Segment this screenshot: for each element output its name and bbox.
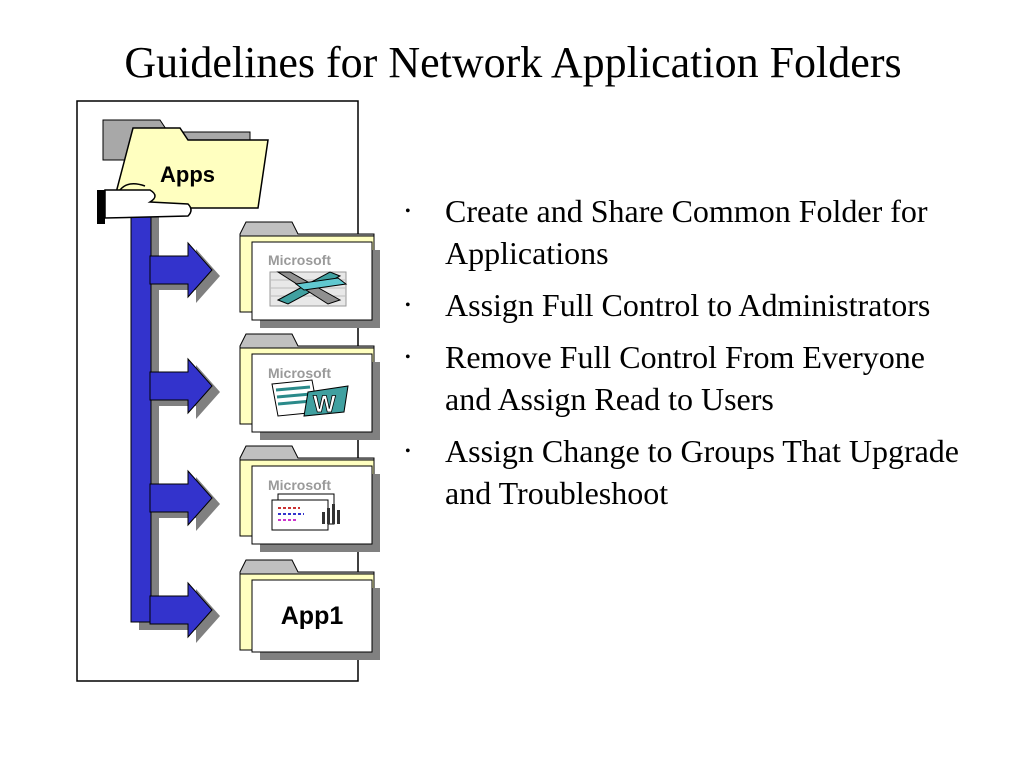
root-folder-label: Apps — [160, 162, 215, 187]
bullet-item: • Assign Full Control to Administrators — [405, 284, 965, 326]
slide-title: Guidelines for Network Application Folde… — [124, 38, 902, 87]
root-folder-icon — [97, 119, 269, 224]
bullet-text: Assign Full Control to Administrators — [445, 287, 931, 323]
subfolder-3-label: Microsoft — [268, 477, 331, 493]
bullet-glyph: • — [405, 297, 411, 314]
bullet-text: Remove Full Control From Everyone and As… — [445, 339, 925, 417]
subfolder-2-label: Microsoft — [268, 365, 331, 381]
bullet-glyph: • — [405, 203, 411, 220]
subfolder-1 — [239, 221, 380, 328]
bullet-glyph: • — [405, 349, 411, 366]
word-icon: W — [271, 379, 349, 418]
bullet-item: • Create and Share Common Folder for Appl… — [405, 190, 965, 274]
branch-arrow-3 — [149, 469, 220, 531]
subfolder-1-label: Microsoft — [268, 252, 331, 268]
excel-icon — [269, 271, 348, 307]
subfolder-4-label: App1 — [280, 602, 344, 630]
branch-arrow-4 — [149, 581, 220, 643]
bullet-list: • Create and Share Common Folder for Appl… — [405, 190, 965, 524]
branch-arrow-1 — [149, 241, 220, 303]
bullet-item: • Assign Change to Groups That Upgrade an… — [405, 430, 965, 514]
svg-text:W: W — [313, 391, 336, 418]
subfolder-3 — [239, 445, 380, 552]
tree-trunk — [130, 204, 152, 623]
bullet-text: Create and Share Common Folder for Appli… — [445, 193, 928, 271]
powerpoint-icon — [271, 493, 340, 531]
bullet-item: • Remove Full Control From Everyone and A… — [405, 336, 965, 420]
branch-arrow-2 — [149, 357, 220, 419]
bullet-text: Assign Change to Groups That Upgrade and… — [445, 433, 959, 511]
bullet-glyph: • — [405, 443, 411, 460]
subfolder-2: W — [239, 333, 380, 440]
subfolder-4 — [239, 559, 380, 660]
